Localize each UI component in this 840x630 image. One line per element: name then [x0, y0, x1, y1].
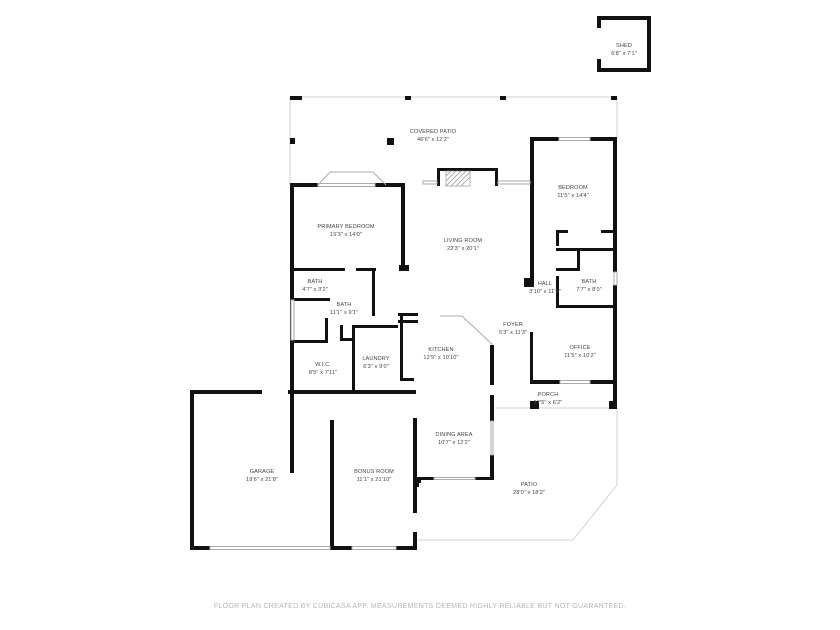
- room-name: BATH: [307, 279, 323, 285]
- room-name: LIVING ROOM: [443, 238, 483, 244]
- room-label-wic: W.I.C. 8'5" x 7'11": [309, 361, 337, 377]
- room-dims: 4'7" x 3'2": [302, 287, 328, 293]
- room-name: PATIO: [520, 482, 538, 488]
- room-dims: 46'6" x 12'2": [417, 137, 449, 143]
- room-name: BATH: [336, 302, 352, 308]
- room-dims: 5'3" x 11'3": [498, 330, 528, 336]
- room-dims: 3'10" x 11'9": [529, 289, 561, 295]
- room-dims: 15'3" x 14'0": [330, 232, 362, 238]
- room-label-garage: GARAGE 19'6" x 21'8": [246, 468, 278, 484]
- room-label-bonus-room: BONUS ROOM 11'1" x 21'10": [354, 468, 394, 484]
- room-dims: 22'3" x 20'1": [447, 246, 479, 252]
- room-dims: 11'5" x 10'2": [564, 353, 596, 359]
- room-dims: 19'6" x 21'8": [246, 477, 278, 483]
- room-name: BONUS ROOM: [354, 469, 394, 475]
- room-dims: 7'7" x 8'0": [576, 287, 602, 293]
- room-name: KITCHEN: [428, 347, 454, 353]
- room-name: SHED: [616, 43, 632, 49]
- room-name: OFFICE: [569, 345, 591, 351]
- room-label-dining-area: DINING AREA 10'7" x 12'2": [435, 431, 472, 447]
- room-label-kitchen: KITCHEN 12'9" x 10'10": [423, 346, 458, 362]
- room-label-bath-primary: BATH 11'1" x 9'1": [330, 301, 358, 317]
- room-name: PRIMARY BEDROOM: [317, 224, 375, 230]
- room-dims: 11'1" x 9'1": [329, 310, 359, 316]
- room-label-office: OFFICE 11'5" x 10'2": [564, 344, 596, 360]
- room-label-foyer: FOYER 5'3" x 11'3": [499, 321, 527, 337]
- room-label-living-room: LIVING ROOM 22'3" x 20'1": [444, 237, 482, 253]
- room-label-covered-patio: COVERED PATIO 46'6" x 12'2": [410, 128, 456, 144]
- windows: [209, 137, 618, 550]
- room-name: BEDROOM: [558, 185, 588, 191]
- room-label-hall: HALL 3'10" x 11'9": [529, 280, 561, 296]
- room-name: PORCH: [537, 392, 559, 398]
- room-dims: 11'1" x 21'10": [356, 477, 392, 483]
- room-name: COVERED PATIO: [409, 129, 457, 135]
- room-label-bath-2: BATH 7'7" x 8'0": [576, 278, 602, 294]
- room-dims: 6'8" x 7'1": [611, 51, 637, 57]
- room-name: DINING AREA: [435, 432, 473, 438]
- room-name: BATH: [581, 279, 597, 285]
- room-label-patio: PATIO 28'0" x 18'2": [513, 481, 545, 497]
- room-label-bath-small: BATH 4'7" x 3'2": [302, 278, 328, 294]
- room-label-shed: SHED 6'8" x 7'1": [611, 42, 637, 58]
- room-name: LAUNDRY: [362, 356, 390, 362]
- room-name: FOYER: [503, 322, 523, 328]
- room-name: GARAGE: [249, 469, 275, 475]
- room-label-bedroom: BEDROOM 11'5" x 14'4": [557, 184, 589, 200]
- room-dims: 10'7" x 12'2": [438, 440, 470, 446]
- room-dims: 12'9" x 10'10": [423, 355, 459, 361]
- room-label-porch: PORCH 17'5" x 6'2": [534, 391, 563, 407]
- room-label-primary-bedroom: PRIMARY BEDROOM 15'3" x 14'0": [317, 223, 374, 239]
- room-name: W.I.C.: [315, 362, 331, 368]
- footer-disclaimer: FLOOR PLAN CREATED BY CUBICASA APP. MEAS…: [213, 603, 627, 610]
- room-name: HALL: [537, 281, 553, 287]
- room-dims: 8'5" x 7'11": [308, 370, 338, 376]
- room-dims: 6'3" x 9'0": [363, 364, 389, 370]
- room-dims: 11'5" x 14'4": [557, 193, 589, 199]
- room-label-laundry: LAUNDRY 6'3" x 9'0": [362, 355, 389, 371]
- room-dims: 17'5" x 6'2": [533, 400, 563, 406]
- walls: [190, 16, 651, 550]
- room-dims: 28'0" x 18'2": [513, 490, 545, 496]
- fireplace-hatch: [445, 170, 471, 187]
- thin-outlines: [289, 96, 618, 541]
